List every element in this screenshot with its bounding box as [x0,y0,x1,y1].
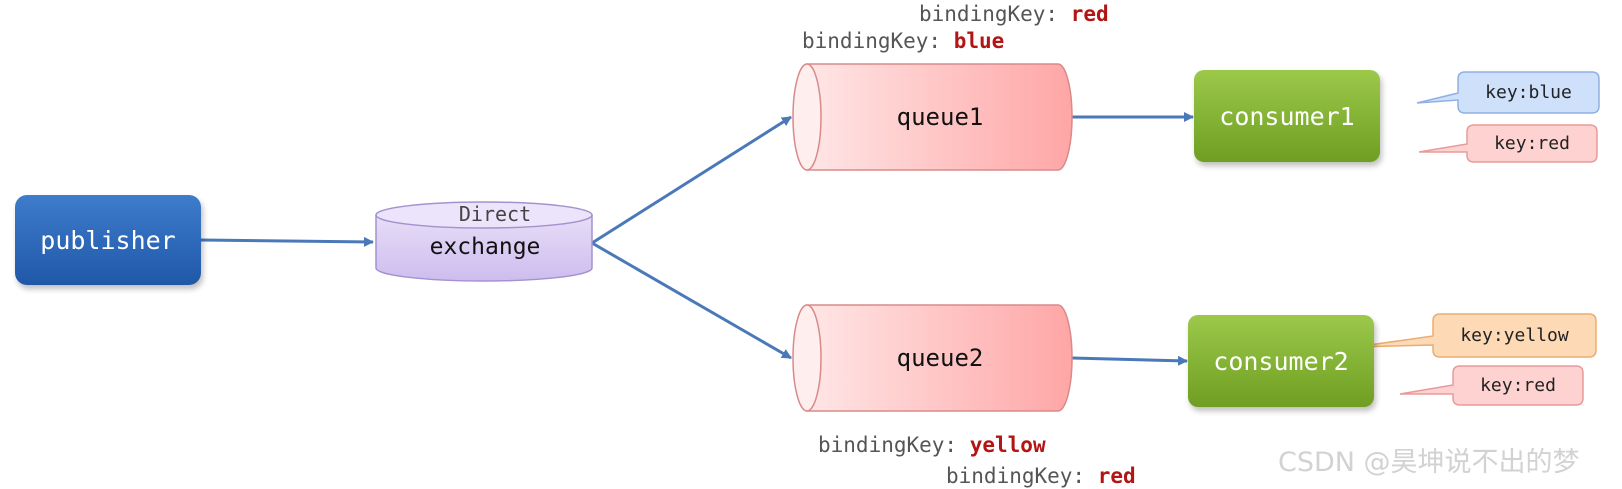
binding-key-value: red [1070,2,1109,26]
exchange-label: exchange [429,234,541,260]
queue2-label: queue2 [896,344,984,372]
arrow-queue2-to-consumer2 [1071,355,1188,366]
consumer2-node: consumer2 [1188,315,1374,407]
binding-key-prefix: bindingKey: [919,2,1059,26]
queue2-binding-key-yellow: bindingKey: yellow [818,433,1046,457]
queue1-label: queue1 [896,103,984,131]
queue2-cylinder [792,304,1073,412]
consumer2-message-yellow: key:yellow [1460,325,1569,346]
queue1-binding-key-blue: bindingKey: blue [802,29,1004,53]
callout-red2-shape [1399,365,1584,406]
binding-key-value: red [1097,464,1136,488]
consumer1-message-red: key:red [1494,133,1570,154]
arrow-exchange-to-queue2 [591,241,792,360]
queue1-binding-key-red: bindingKey: red [919,2,1109,26]
binding-key-value: yellow [969,433,1046,457]
callout-yellow-shape [1354,313,1597,358]
callout-red1-shape [1418,124,1598,163]
consumer2-label: consumer2 [1213,346,1349,376]
callout-blue-shape [1416,71,1600,114]
consumer2-message-red: key:red [1480,375,1556,396]
consumer1-message-blue: key:blue [1485,82,1572,103]
consumer1-node: consumer1 [1194,70,1380,162]
binding-key-prefix: bindingKey: [818,433,958,457]
binding-key-prefix: bindingKey: [946,464,1086,488]
arrow-publisher-to-exchange [200,236,374,247]
publisher-label: publisher [40,225,176,255]
exchange-cylinder [375,201,593,282]
binding-key-value: blue [953,29,1005,53]
watermark: CSDN @昊坤说不出的梦 [1278,447,1580,478]
arrow-exchange-to-queue1 [591,115,792,245]
exchange-type-label: Direct [458,202,532,226]
binding-key-prefix: bindingKey: [802,29,942,53]
consumer1-label: consumer1 [1219,101,1355,131]
publisher-node: publisher [15,195,201,285]
queue2-binding-key-red: bindingKey: red [946,464,1136,488]
queue1-cylinder [792,63,1073,171]
